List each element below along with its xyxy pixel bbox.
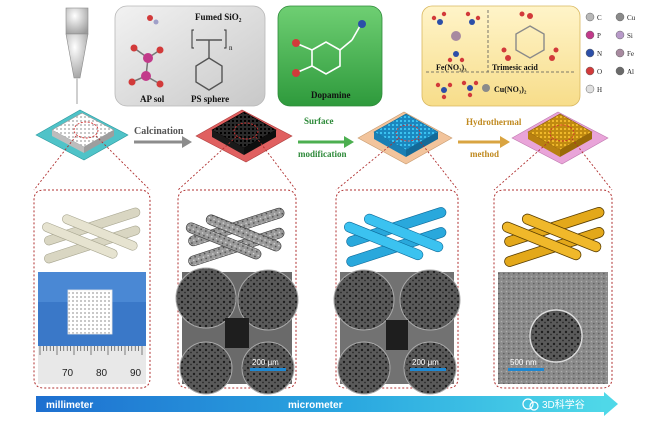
detail-panel-calcined: 200 μm — [175, 189, 299, 395]
sem-image-calcined: 200 μm — [175, 267, 299, 395]
legend-label-si: Si — [627, 32, 633, 40]
detail-panel-modified: 200 μm — [333, 189, 461, 395]
rod-illustration-white — [42, 207, 141, 264]
dopamine-label: Dopamine — [311, 90, 351, 100]
legend-swatch-p — [585, 30, 595, 40]
fe-nitrate-molecule-icon — [431, 11, 481, 63]
sem-image-mof: 500 nm — [498, 272, 608, 384]
ap-sol-molecule-icon — [128, 15, 164, 88]
sem-image-modified: 200 μm — [333, 269, 461, 395]
fe-nitrate-label: Fe(NO₃)₃ — [436, 63, 467, 72]
ruler: 70 80 90 — [39, 346, 143, 379]
legend-swatch-cu — [615, 12, 625, 22]
calcination-arrow: Calcination — [134, 126, 192, 148]
element-legend: C CuP SiN FeO AlH — [585, 12, 636, 94]
rod-illustration-porous — [185, 207, 285, 267]
cu-nitrate-label: Cu(NO₃)₂ — [494, 85, 527, 94]
trimesic-acid-molecule-icon — [501, 11, 559, 61]
mof-precursor-panel: Fe(NO₃)₃ Trimesic acid Cu(NO₃)₂ — [421, 5, 581, 107]
ruler-label: 80 — [96, 368, 108, 379]
trimesic-acid-label: Trimesic acid — [492, 63, 538, 72]
precursor-molecule-panel: Fumed SiO₂ AP sol n PS sphere — [114, 5, 266, 107]
fumed-sio2-label: Fumed SiO₂ — [195, 12, 242, 22]
modified-lattice-stage — [357, 111, 453, 165]
mof-coated-lattice-stage — [511, 111, 609, 165]
printing-nozzle — [65, 7, 89, 104]
ps-sphere-label: PS sphere — [191, 94, 229, 104]
scale-bar-label-4: 500 nm — [510, 358, 537, 367]
scale-bar-label-2: 200 μm — [252, 358, 279, 367]
watermark: 3D科学谷 — [522, 398, 585, 411]
hydrothermal-arrow: Hydrothermal method — [458, 117, 522, 159]
dopamine-molecule-icon — [292, 20, 366, 77]
ap-sol-label: AP sol — [140, 94, 165, 104]
dopamine-panel: Dopamine — [277, 5, 383, 107]
legend-swatch-al — [615, 66, 625, 76]
ps-subscript: n — [229, 44, 233, 52]
rod-illustration-gold — [501, 207, 605, 267]
legend-swatch-o — [585, 66, 595, 76]
scale-bar-label-3: 200 μm — [412, 358, 439, 367]
legend-label-h: H — [597, 86, 602, 94]
rod-illustration-cyan — [344, 207, 447, 267]
hydrothermal-label-line1: Hydrothermal — [466, 117, 522, 127]
legend-swatch-h — [585, 84, 595, 94]
legend-label-o: O — [597, 68, 602, 76]
scaffold-photo: 70 80 90 — [38, 272, 146, 384]
legend-swatch-c — [585, 12, 595, 22]
legend-label-p: P — [597, 32, 601, 40]
cu-nitrate-molecule-icon — [435, 80, 490, 100]
micrometer-label: micrometer — [288, 400, 343, 411]
legend-label-al: Al — [627, 68, 634, 76]
hydrothermal-label-line2: method — [470, 149, 499, 159]
ruler-label: 90 — [130, 368, 142, 379]
length-scale-arrow: millimeter micrometer — [36, 392, 618, 416]
printed-lattice-stage — [35, 109, 129, 161]
detail-panel-mof: 500 nm — [493, 189, 613, 389]
watermark-text: 3D科学谷 — [542, 398, 585, 411]
legend-swatch-fe — [615, 48, 625, 58]
surface-modification-arrow: Surface modification — [298, 116, 354, 159]
surface-label-line2: modification — [298, 149, 347, 159]
legend-label-fe: Fe — [627, 50, 634, 58]
legend-label-n: N — [597, 50, 602, 58]
millimeter-label: millimeter — [46, 400, 93, 411]
legend-swatch-n — [585, 48, 595, 58]
calcined-lattice-stage — [195, 109, 293, 163]
zoom-connectors — [33, 135, 613, 191]
legend-label-cu: Cu — [627, 14, 636, 22]
detail-panel-printed: 70 80 90 — [33, 189, 151, 389]
ps-sphere-structure-icon — [191, 29, 227, 91]
calcination-label: Calcination — [134, 126, 184, 137]
legend-label-c: C — [597, 14, 602, 22]
legend-swatch-si — [615, 30, 625, 40]
ruler-label: 70 — [62, 368, 74, 379]
surface-label-line1: Surface — [304, 116, 334, 126]
